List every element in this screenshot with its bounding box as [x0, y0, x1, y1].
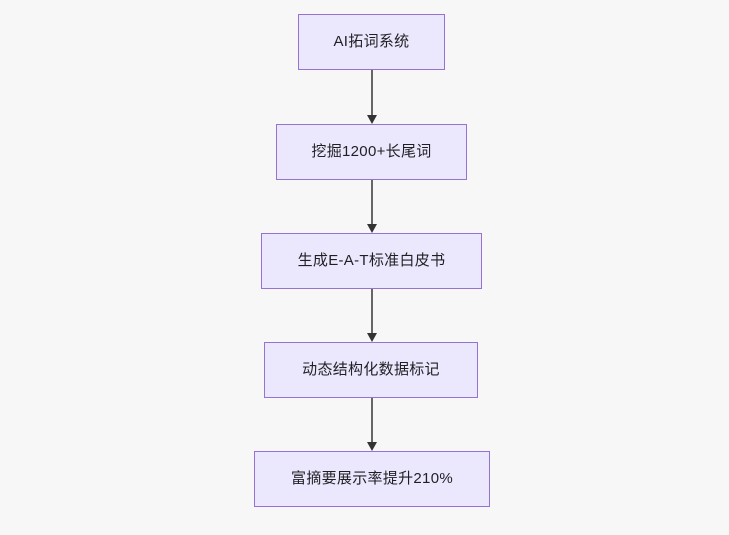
edge-line: [371, 398, 373, 443]
flow-node-label: 动态结构化数据标记: [302, 361, 440, 378]
arrowhead-icon: [367, 442, 377, 451]
flow-node-dynamic-structured-data-markup[interactable]: 动态结构化数据标记: [264, 342, 478, 398]
flow-node-label: 挖掘1200+长尾词: [311, 143, 432, 160]
flow-node-ai-keyword-system[interactable]: AI拓词系统: [298, 14, 445, 70]
edge-line: [371, 180, 373, 225]
flow-node-mine-longtail-keywords[interactable]: 挖掘1200+长尾词: [276, 124, 467, 180]
arrowhead-icon: [367, 224, 377, 233]
edge-line: [371, 289, 373, 334]
flow-node-label: 生成E-A-T标准白皮书: [297, 252, 446, 269]
flow-node-label: AI拓词系统: [333, 33, 410, 50]
flow-node-generate-eat-whitepaper[interactable]: 生成E-A-T标准白皮书: [261, 233, 482, 289]
flow-node-label: 富摘要展示率提升210%: [291, 470, 453, 487]
edge-line: [371, 70, 373, 116]
arrowhead-icon: [367, 115, 377, 124]
flow-node-rich-snippet-rate-increase[interactable]: 富摘要展示率提升210%: [254, 451, 490, 507]
arrowhead-icon: [367, 333, 377, 342]
